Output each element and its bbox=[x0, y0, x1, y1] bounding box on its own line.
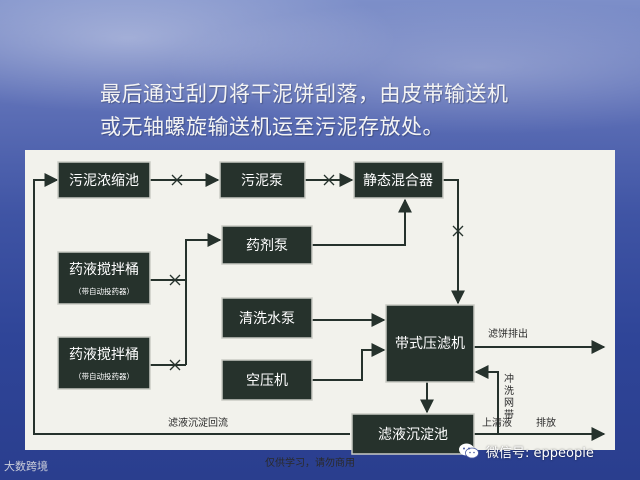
label-belt-filter-press: 带式压滤机 bbox=[395, 336, 465, 352]
label-filtrate-tank: 滤液沉淀池 bbox=[378, 427, 448, 443]
label-sludge-thickener: 污泥浓缩池 bbox=[69, 173, 139, 189]
box-mixing-tank-1: 药液搅拌桶 （带自动投药器） bbox=[57, 251, 151, 305]
flow-air-to-press bbox=[312, 343, 386, 381]
valve-icon bbox=[169, 359, 181, 371]
box-filtrate-tank: 滤液沉淀池 bbox=[351, 413, 475, 455]
box-sludge-thickener: 污泥浓缩池 bbox=[57, 161, 151, 199]
label-mixing-tank-2: 药液搅拌桶 bbox=[69, 347, 139, 363]
flow-supernatant-return bbox=[474, 365, 499, 434]
label-mixing-tank-1-sub: （带自动投药器） bbox=[74, 286, 134, 296]
label-filtrate-return: 滤液沉淀回流 bbox=[168, 416, 228, 429]
slide-caption: 最后通过刮刀将干泥饼刮落，由皮带输送机 或无轴螺旋输送机运至污泥存放处。 bbox=[100, 78, 600, 144]
label-flush-belt-2: 洗 bbox=[504, 385, 514, 397]
flow-dosing-to-mixer bbox=[312, 198, 412, 246]
flow-filtrate-return bbox=[33, 173, 350, 435]
label-sludge-pump: 污泥泵 bbox=[241, 173, 283, 189]
footer-note: 仅供学习，请勿商用 bbox=[265, 458, 355, 469]
watermark: 大数跨境 bbox=[4, 460, 48, 473]
label-flush-belt-4: 带 bbox=[504, 409, 514, 421]
label-dosing-pump: 药剂泵 bbox=[246, 238, 288, 254]
caption-line-1: 最后通过刮刀将干泥饼刮落，由皮带输送机 bbox=[100, 82, 509, 106]
box-dosing-pump: 药剂泵 bbox=[221, 225, 313, 265]
box-wash-pump: 清洗水泵 bbox=[221, 297, 313, 339]
label-wash-pump: 清洗水泵 bbox=[239, 311, 295, 327]
flow-lines bbox=[33, 173, 606, 441]
box-belt-filter-press: 带式压滤机 bbox=[385, 304, 475, 383]
valves bbox=[169, 174, 464, 371]
flow-tanks-to-dosing bbox=[185, 233, 222, 365]
label-discharge: 排放 bbox=[536, 416, 556, 429]
label-supernatant: 上清液 bbox=[482, 416, 512, 429]
label-mixing-tank-2-sub: （带自动投药器） bbox=[74, 371, 134, 381]
valve-icon bbox=[452, 225, 464, 237]
valve-icon bbox=[171, 174, 183, 186]
label-mixing-tank-1: 药液搅拌桶 bbox=[69, 262, 139, 278]
label-flush-belt-3: 网 bbox=[504, 397, 514, 409]
box-mixing-tank-2: 药液搅拌桶 （带自动投药器） bbox=[57, 336, 151, 390]
valve-icon bbox=[169, 274, 181, 286]
wechat-id: 微信号: eppeople bbox=[486, 445, 594, 461]
flow-mixer-to-press bbox=[443, 179, 465, 305]
label-cake-out: 滤饼排出 bbox=[488, 327, 528, 340]
valve-icon bbox=[323, 174, 335, 186]
wechat-badge: 微信号: eppeople bbox=[458, 440, 594, 462]
label-flush-belt-1: 冲 bbox=[504, 372, 514, 385]
label-static-mixer: 静态混合器 bbox=[363, 173, 433, 189]
caption-line-2: 或无轴螺旋输送机运至污泥存放处。 bbox=[100, 115, 444, 139]
label-air-compressor: 空压机 bbox=[246, 373, 288, 389]
box-air-compressor: 空压机 bbox=[221, 359, 313, 401]
box-static-mixer: 静态混合器 bbox=[353, 161, 444, 199]
box-sludge-pump: 污泥泵 bbox=[219, 161, 306, 199]
wechat-icon bbox=[459, 443, 479, 459]
